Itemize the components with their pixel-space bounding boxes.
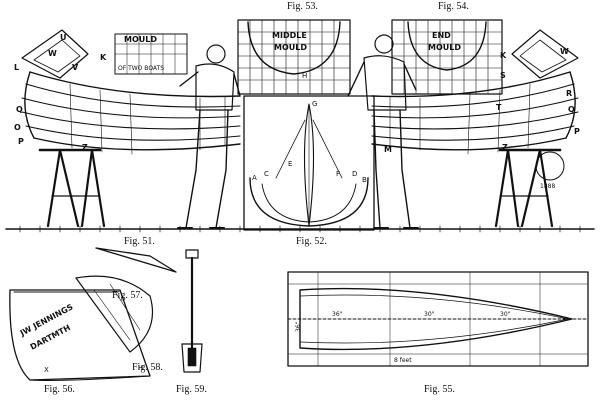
letter-p: P	[18, 137, 24, 146]
middle-mould-label-2: MOULD	[274, 43, 307, 52]
fig53-mould-board	[237, 19, 351, 95]
letter-w-right: W	[560, 47, 569, 56]
fig51-right-boat	[371, 29, 579, 228]
fig55-dim-left: 36"	[295, 321, 302, 332]
fig59-clamp	[181, 249, 203, 373]
middle-mould-label: MIDDLE	[272, 31, 307, 40]
fig55-length: 8 feet	[394, 357, 412, 364]
letter-v: V	[72, 63, 79, 72]
moulds-sign-title: MOULD	[124, 35, 157, 44]
fig58-quadrant	[75, 275, 154, 353]
letter-t-right: T	[496, 103, 502, 112]
fig55-dim-b: 30"	[424, 311, 435, 318]
caption-fig54: Fig. 54.	[438, 1, 469, 12]
caption-fig58: Fig. 58.	[132, 362, 163, 373]
fig55-plan	[287, 271, 589, 367]
caption-fig56: Fig. 56.	[44, 384, 75, 395]
letter-o: O	[14, 123, 21, 132]
fig56-letter-x: X	[44, 366, 49, 374]
end-mould-label: END	[432, 31, 451, 40]
caption-fig52: Fig. 52.	[296, 236, 327, 247]
fig57-wedge	[95, 247, 177, 273]
letter-k-right: K	[500, 51, 507, 60]
caption-fig51: Fig. 51.	[124, 236, 155, 247]
letter-a: A	[252, 174, 257, 182]
moulds-sign-board	[114, 33, 188, 75]
letter-z: Z	[82, 143, 88, 152]
letter-c: C	[264, 170, 269, 178]
letter-r-right: R	[566, 89, 572, 98]
engraver-stamp	[535, 151, 565, 181]
letter-f: F	[336, 170, 340, 178]
moulds-sign-subtitle: OF TWO BOATS	[118, 65, 164, 72]
letter-h: H	[302, 72, 307, 80]
caption-fig53: Fig. 53.	[287, 1, 318, 12]
letter-k: K	[100, 53, 107, 62]
letter-p-right: P	[574, 127, 580, 136]
fig54-mould-board	[391, 19, 503, 95]
letter-w: W	[48, 49, 57, 58]
caption-fig57: Fig. 57.	[112, 290, 143, 301]
letter-q: Q	[16, 105, 23, 114]
letter-z-right: Z	[502, 143, 508, 152]
letter-d: D	[352, 170, 357, 178]
fig56-bevel-board	[9, 289, 151, 381]
fig55-dim-a: 36"	[332, 311, 343, 318]
fig51-left-boat	[21, 29, 241, 228]
letter-e: E	[288, 160, 292, 168]
letter-s-right: S	[500, 71, 506, 80]
stamp-year: 1888	[540, 183, 555, 190]
letter-l: L	[14, 63, 19, 72]
worker-right	[347, 34, 419, 229]
letter-m-right: M	[384, 145, 392, 154]
letter-q-right: Q	[568, 105, 575, 114]
caption-fig59: Fig. 59.	[176, 384, 207, 395]
letter-u: U	[60, 33, 67, 42]
fig52-section-board	[243, 95, 375, 231]
fig56-letter-h: H	[138, 364, 143, 372]
letter-g: G	[312, 100, 317, 108]
caption-fig55: Fig. 55.	[424, 384, 455, 395]
end-mould-label-2: MOULD	[428, 43, 461, 52]
ground-scale-rule	[5, 225, 595, 233]
letter-b: B	[362, 176, 367, 184]
fig55-dim-c: 30"	[500, 311, 511, 318]
